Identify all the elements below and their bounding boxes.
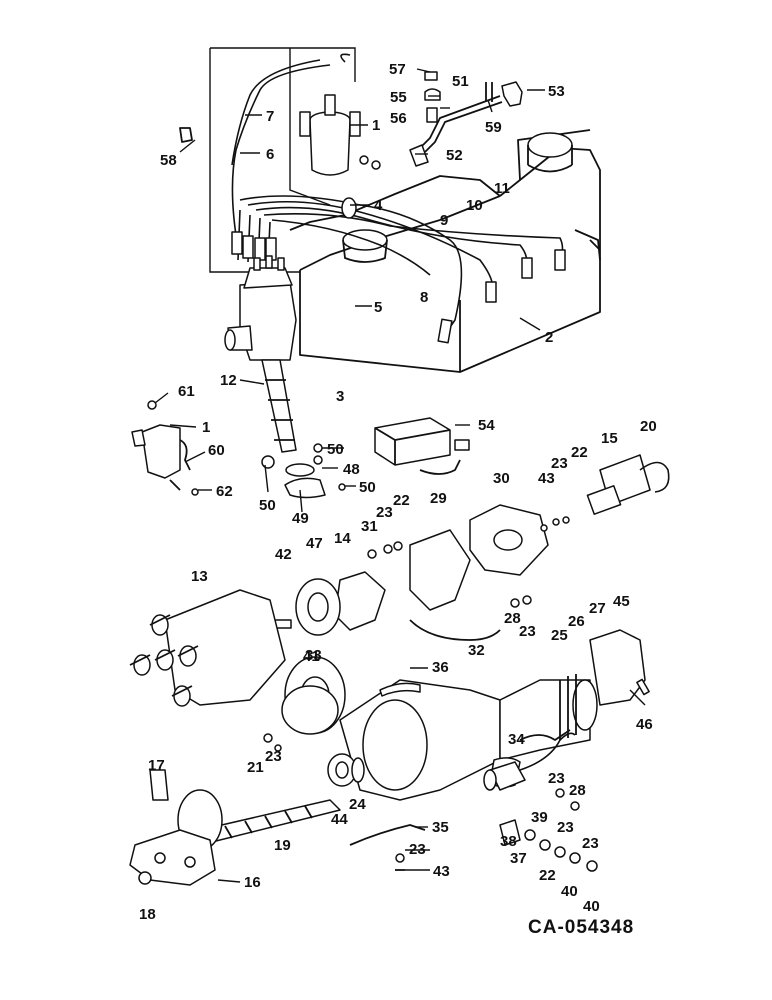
callout-label: 23 xyxy=(548,770,565,787)
distributor-cap-drawing xyxy=(129,589,286,707)
callout-label: 58 xyxy=(160,152,177,169)
voltage-regulator-drawing xyxy=(374,417,470,475)
drawing-number: CA-054348 xyxy=(528,917,634,938)
callout-label: 40 xyxy=(561,883,578,900)
points-rotor-drawing xyxy=(274,529,532,641)
callout-label: 30 xyxy=(493,470,510,487)
callout-label: 17 xyxy=(148,757,165,774)
condenser-drawing xyxy=(483,732,576,791)
callout-label: 41 xyxy=(303,648,320,665)
callout-label: 61 xyxy=(178,383,195,400)
callout-label: 35 xyxy=(432,819,449,836)
callout-label: 21 xyxy=(247,759,264,776)
callout-label: 23 xyxy=(551,455,568,472)
small-hardware-drawing xyxy=(349,788,598,872)
callout-label: 59 xyxy=(485,119,502,136)
callout-label: 47 xyxy=(306,535,323,552)
callout-label: 23 xyxy=(557,819,574,836)
callout-label: 5 xyxy=(374,299,382,316)
callout-label: 33 xyxy=(305,647,322,664)
callout-label: 6 xyxy=(266,146,274,163)
distributor-assembly-drawing xyxy=(224,255,297,453)
callout-label: 23 xyxy=(519,623,536,640)
callout-label: 20 xyxy=(640,418,657,435)
callout-label: 23 xyxy=(265,748,282,765)
callout-label: 32 xyxy=(468,642,485,659)
callout-label: 22 xyxy=(393,492,410,509)
callout-label: 22 xyxy=(571,444,588,461)
callout-label: 52 xyxy=(446,147,463,164)
callout-label: 10 xyxy=(466,197,483,214)
callout-label: 27 xyxy=(589,600,606,617)
callout-label: 55 xyxy=(390,89,407,106)
callout-label: 50 xyxy=(359,479,376,496)
bushing-drawing xyxy=(327,753,365,787)
callout-label: 45 xyxy=(613,593,630,610)
callout-label: 53 xyxy=(548,83,565,100)
callout-label: 16 xyxy=(244,874,261,891)
callout-label: 9 xyxy=(440,212,448,229)
shaft-weights-drawing xyxy=(129,769,341,886)
callout-label: 51 xyxy=(452,73,469,90)
ignition-wiring-drawing xyxy=(179,47,566,344)
breaker-plate-drawing xyxy=(469,504,570,576)
callout-label: 49 xyxy=(292,510,309,527)
callout-label: 7 xyxy=(266,108,274,125)
callout-label: 46 xyxy=(636,716,653,733)
callout-label: 25 xyxy=(551,627,568,644)
callout-label: 11 xyxy=(494,180,510,197)
callout-label: 34 xyxy=(508,731,525,748)
callout-label: 29 xyxy=(430,490,447,507)
callout-label: 28 xyxy=(504,610,521,627)
callout-label: 57 xyxy=(389,61,406,78)
callout-label: 23 xyxy=(409,841,426,858)
callout-label: 42 xyxy=(275,546,292,563)
callout-label: 40 xyxy=(583,898,600,915)
callout-label: 62 xyxy=(216,483,233,500)
callout-label: 54 xyxy=(478,417,495,434)
callout-label: 48 xyxy=(343,461,360,478)
callout-label: 28 xyxy=(569,782,586,799)
callout-label: 1 xyxy=(202,419,210,436)
sensor-drawing xyxy=(586,454,670,515)
callout-label: 8 xyxy=(420,289,428,306)
callout-label: 60 xyxy=(208,442,225,459)
callout-label: 13 xyxy=(191,568,208,585)
callout-label: 26 xyxy=(568,613,585,630)
callout-label: 23 xyxy=(376,504,393,521)
callout-label: 12 xyxy=(220,372,237,389)
ignition-coil-lower-drawing xyxy=(131,400,199,496)
callout-label: 23 xyxy=(582,835,599,852)
callout-label: 38 xyxy=(500,833,517,850)
washers-drawing xyxy=(261,443,346,499)
callout-label: 43 xyxy=(433,863,450,880)
callout-label: 43 xyxy=(538,470,555,487)
leader-lines xyxy=(154,68,646,883)
callout-label: 39 xyxy=(531,809,548,826)
callout-label: 3 xyxy=(336,388,344,405)
advance-plate-drawing xyxy=(263,685,339,752)
callout-label: 36 xyxy=(432,659,449,676)
callout-label: 15 xyxy=(601,430,618,447)
callout-label: 50 xyxy=(259,497,276,514)
callout-label: 14 xyxy=(334,530,351,547)
callout-label: 31 xyxy=(361,518,378,535)
callout-label: 19 xyxy=(274,837,291,854)
callout-label: 18 xyxy=(139,906,156,923)
callout-label: 56 xyxy=(390,110,407,127)
callout-labels: 1 1 2 3 4 5 6 7 8 9 10 11 12 13 14 15 16… xyxy=(139,61,657,923)
vacuum-parts-drawing xyxy=(409,71,523,167)
callout-label: 22 xyxy=(539,867,556,884)
callout-label: 2 xyxy=(545,329,553,346)
callout-label: 44 xyxy=(331,811,348,828)
callout-label: 24 xyxy=(349,796,366,813)
callout-label: 1 xyxy=(372,117,380,134)
callout-label: 37 xyxy=(510,850,527,867)
callout-label: 50 xyxy=(327,441,344,458)
callout-label: 4 xyxy=(374,197,383,214)
